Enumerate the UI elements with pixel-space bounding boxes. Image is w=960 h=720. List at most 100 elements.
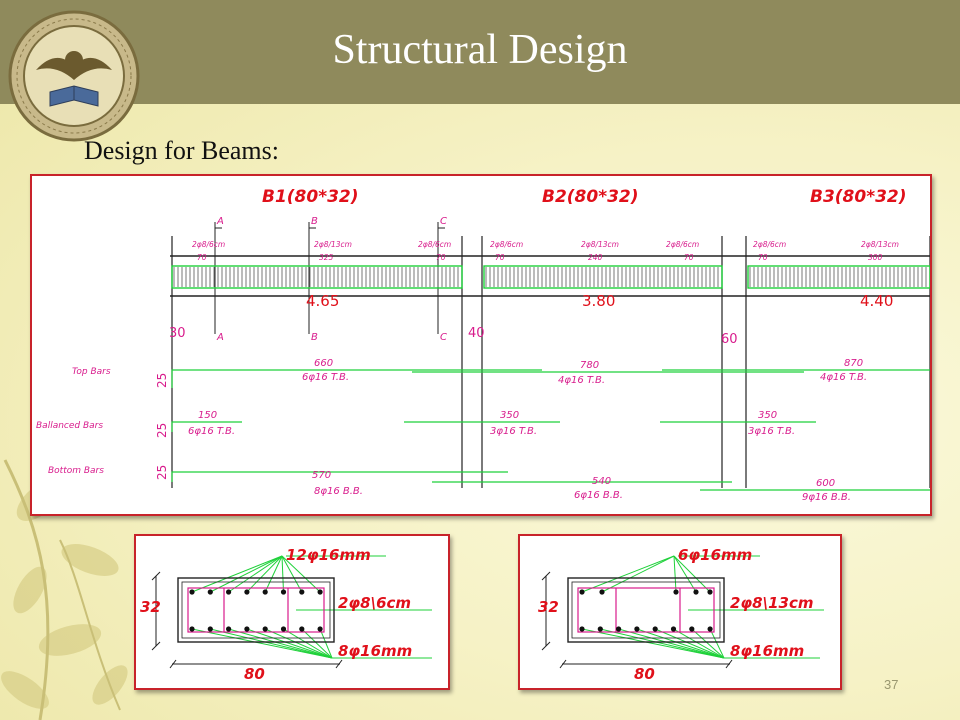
rebar-dot — [670, 626, 677, 632]
bottom-bar-spec-2: 6φ16 B.B. — [574, 490, 623, 501]
leader-line — [636, 628, 725, 659]
bottom-bar-length-2: 540 — [592, 476, 611, 487]
stirrup-note-5: 2φ8/13cm — [581, 240, 619, 249]
beam-title-b2: B2(80*32) — [542, 187, 639, 207]
section-mark-c: C — [440, 216, 447, 227]
leader-lines — [581, 555, 824, 659]
stirrup-note-8: 2φ8/13cm — [861, 240, 899, 249]
balanced-bar-spec-2: 3φ16 T.B. — [490, 426, 537, 437]
section-width-label: 80 — [244, 665, 265, 683]
rebar-dot — [689, 626, 695, 632]
leader-line — [655, 628, 725, 659]
page-number: 37 — [884, 677, 899, 692]
rebar-dot — [207, 589, 213, 595]
leader-line — [264, 555, 283, 593]
leader-line — [673, 628, 725, 659]
offset-bottom: 25 — [155, 465, 169, 480]
stirrup-note-7: 2φ8/6cm — [753, 240, 786, 249]
leader-line — [210, 628, 333, 659]
leader-line — [601, 555, 675, 593]
section-outline — [567, 577, 725, 643]
leader-line — [709, 628, 725, 659]
leader-line — [246, 555, 283, 593]
support-width-1: 30 — [169, 326, 186, 341]
stirrup-len-4: 70 — [495, 253, 505, 262]
stirrup-len-6: 70 — [684, 253, 694, 262]
university-seal-icon — [8, 10, 140, 142]
section-mark-b-bottom: B — [311, 332, 318, 343]
stirrup-len-7: 70 — [758, 253, 768, 262]
title-bar — [0, 0, 960, 104]
section-height-label: 32 — [538, 598, 559, 616]
leader-lines — [191, 555, 432, 659]
section-mark-a: A — [216, 216, 224, 227]
span-length-b2: 3.80 — [582, 292, 615, 310]
section-mark-c-bottom: C — [440, 332, 447, 343]
balanced-bar-length-1: 150 — [198, 410, 217, 421]
leader-line — [281, 555, 284, 593]
leader-line — [673, 555, 677, 593]
beam-title-b3: B3(80*32) — [810, 187, 907, 207]
stirrup-len-5: 240 — [588, 253, 603, 262]
rebar-dot — [189, 589, 195, 595]
rebar-dot — [262, 589, 268, 595]
leader-line — [228, 628, 333, 659]
leader-line — [265, 628, 333, 659]
stirrup-label: 2φ8\6cm — [338, 594, 411, 612]
cross-section-right: 32 80 6φ16mm 2φ8\13cm 8φ16mm — [518, 534, 842, 690]
bottom-bar-length-1: 570 — [312, 470, 331, 481]
stirrup-len-3: 70 — [436, 253, 446, 262]
balanced-bar-length-2: 350 — [500, 410, 519, 421]
top-steel-label: 12φ16mm — [286, 546, 371, 564]
support-width-3: 60 — [721, 332, 738, 347]
rebar-dot — [244, 626, 250, 632]
stirrup-len-1: 70 — [197, 253, 207, 262]
bottom-bar-length-3: 600 — [816, 478, 835, 489]
rebar-dot — [579, 589, 585, 595]
section-mark-b: B — [311, 216, 318, 227]
top-bar-spec-3: 4φ16 T.B. — [820, 372, 867, 383]
top-bar-length-1: 660 — [314, 358, 333, 369]
leader-line — [301, 628, 333, 659]
row-label-balanced-bars: Ballanced Bars — [36, 421, 103, 431]
leader-line — [691, 628, 725, 659]
rebar-dot — [317, 589, 323, 595]
offset-top: 25 — [155, 373, 169, 388]
leader-line — [191, 628, 333, 659]
rebar-dot — [707, 626, 713, 632]
rebar-dot — [189, 626, 195, 632]
section-outline — [177, 577, 335, 643]
bottom-steel-label: 8φ16mm — [338, 642, 412, 660]
stirrup-note-4: 2φ8/6cm — [490, 240, 523, 249]
balanced-bar-spec-3: 3φ16 T.B. — [748, 426, 795, 437]
rebar-dot — [693, 589, 699, 595]
section-inner — [571, 581, 721, 639]
rebar-dots — [579, 589, 713, 632]
top-bar-spec-1: 6φ16 T.B. — [302, 372, 349, 383]
section-height-label: 32 — [140, 598, 161, 616]
beam-title-b1: B1(80*32) — [262, 187, 359, 207]
rebar-dot — [707, 589, 713, 595]
leader-line — [618, 628, 725, 659]
rebar-dot — [280, 626, 287, 632]
rebar-dot — [262, 626, 268, 632]
top-bar-length-2: 780 — [580, 360, 599, 371]
leader-line — [246, 628, 333, 659]
top-bar-length-3: 870 — [844, 358, 863, 369]
rebar-dot — [673, 589, 679, 595]
rebar-dot — [299, 589, 305, 595]
cross-section-left: 32 80 12φ16mm 2φ8\6cm 8φ16mm — [134, 534, 450, 690]
leader-line — [228, 555, 283, 593]
leader-line — [281, 555, 303, 593]
rebar-dot — [317, 626, 323, 632]
rebar-dot — [280, 589, 287, 595]
section-mark-a-bottom: A — [216, 332, 224, 343]
section-heading: Design for Beams: — [84, 136, 279, 165]
balanced-bar-spec-1: 6φ16 T.B. — [188, 426, 235, 437]
leader-line — [581, 628, 725, 659]
bottom-bar-spec-3: 9φ16 B.B. — [802, 492, 851, 503]
leader-line — [281, 555, 321, 593]
stirrup-len-2: 325 — [319, 253, 334, 262]
rebar-dot — [597, 626, 603, 632]
stirrup-label: 2φ8\13cm — [730, 594, 813, 612]
